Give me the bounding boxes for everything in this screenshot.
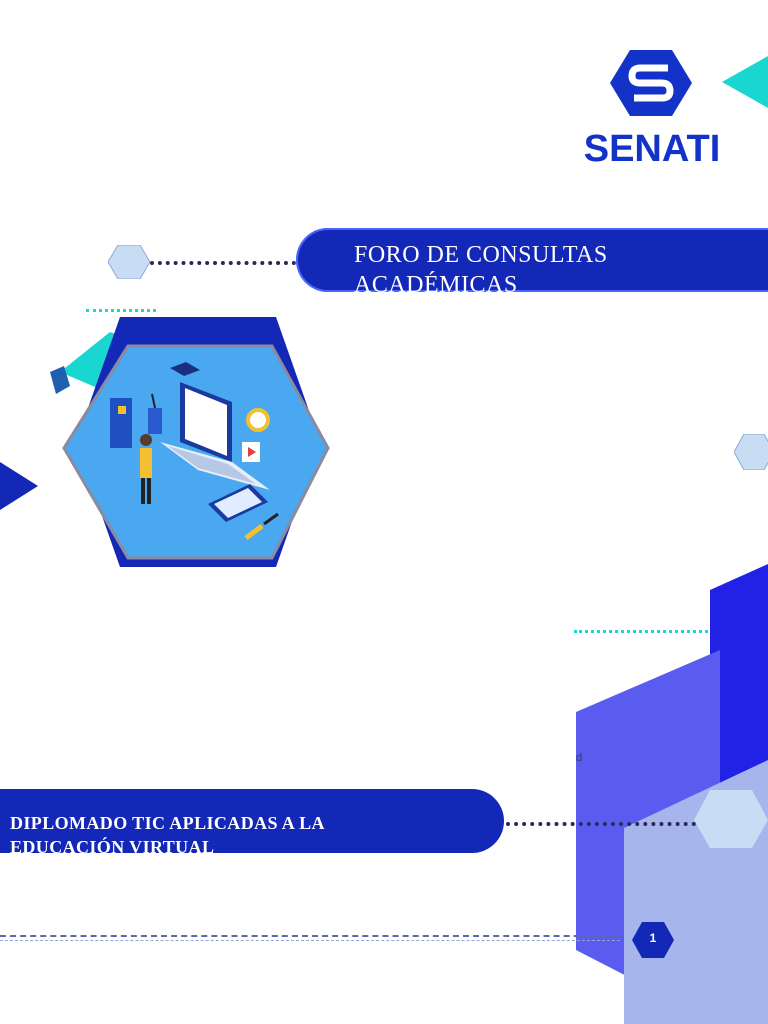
page-number-hexagon-icon — [632, 922, 674, 958]
page-number: 1 — [649, 931, 657, 945]
logo-wordmark: SENATI — [583, 128, 721, 170]
hexagon-decoration — [734, 434, 768, 470]
geometric-shapes-decoration — [576, 564, 768, 1024]
subtitle-banner: DIPLOMADO TIC APLICADAS A LA EDUCACIÓN V… — [0, 789, 504, 857]
senati-logo-icon — [610, 50, 692, 116]
dotted-connector — [150, 261, 296, 265]
cyan-triangle-decoration — [722, 56, 768, 108]
navy-triangle-decoration — [0, 462, 38, 510]
study-laptop-illustration — [50, 317, 330, 567]
subtitle-line-1: DIPLOMADO TIC APLICADAS A LA — [10, 813, 325, 833]
title-line-1: FORO DE CONSULTAS — [354, 242, 608, 268]
cyan-dotted-line — [574, 630, 768, 633]
subtitle: DIPLOMADO TIC APLICADAS A LA EDUCACIÓN V… — [10, 811, 410, 859]
hexagon-decoration — [108, 245, 150, 279]
text-fragment: d — [576, 752, 583, 764]
subtitle-line-2: EDUCACIÓN VIRTUAL — [10, 837, 215, 857]
footer-dashed-line — [0, 935, 620, 937]
dotted-connector — [506, 822, 696, 826]
page-title: FORO DE CONSULTAS ACADÉMICAS — [354, 240, 768, 292]
title-line-2: ACADÉMICAS — [354, 272, 518, 292]
footer-dashed-line-secondary — [0, 940, 620, 941]
title-banner: FORO DE CONSULTAS ACADÉMICAS — [296, 228, 768, 292]
cyan-dotted-line — [86, 309, 156, 312]
